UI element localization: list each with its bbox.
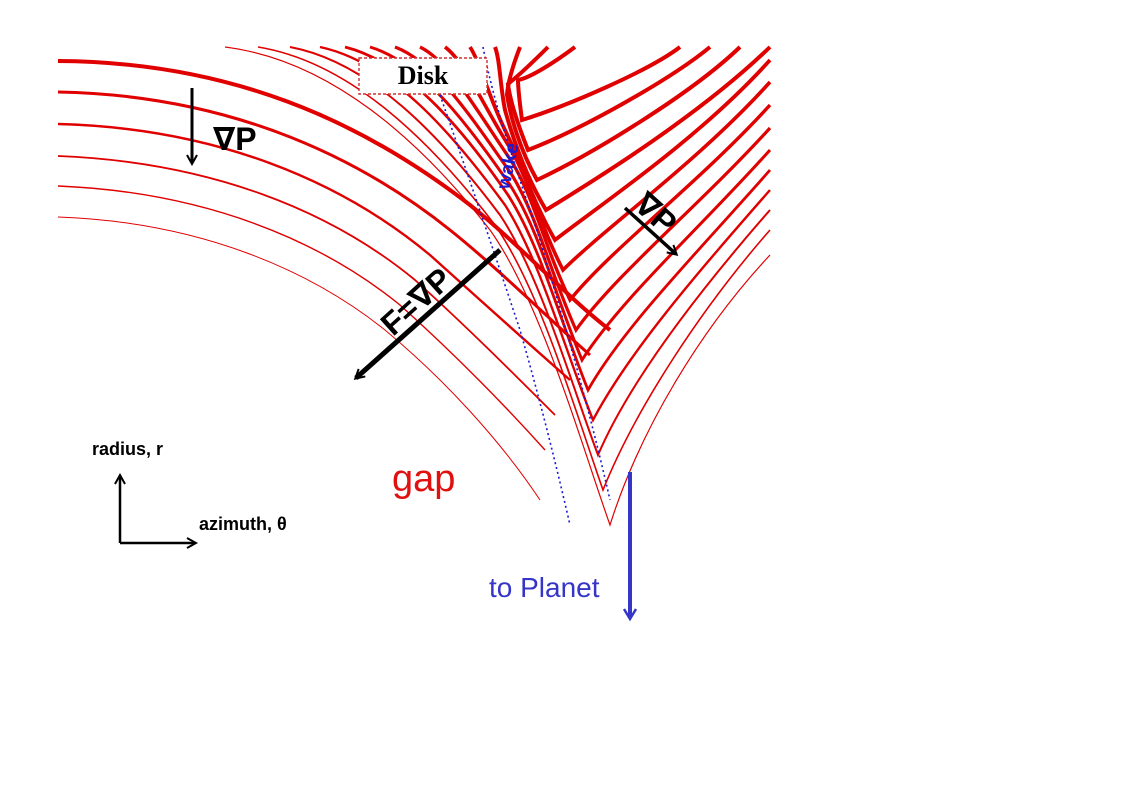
streamline — [224, 46, 771, 527]
wake-line-left — [439, 94, 571, 526]
streamline — [394, 45, 772, 334]
streamline — [57, 155, 556, 416]
radius-axis-label: radius, r — [92, 439, 163, 459]
streamline — [319, 45, 771, 423]
grad-p-top-label: ∇P — [213, 121, 257, 157]
streamline — [515, 45, 682, 123]
streamline — [493, 45, 772, 213]
streamline — [443, 45, 772, 274]
streamline — [57, 185, 546, 451]
streamline — [505, 45, 712, 153]
disk-box — [358, 57, 488, 95]
streamline — [289, 46, 771, 458]
disk-label-box: Disk — [358, 57, 488, 95]
force-arrow: F=∇P — [356, 248, 502, 378]
streamline — [419, 45, 772, 304]
wake-line-right — [482, 46, 611, 501]
streamline — [57, 216, 541, 501]
azimuth-axis-label: azimuth, θ — [199, 514, 287, 534]
to-planet-label: to Planet — [489, 572, 600, 603]
streamline — [344, 45, 772, 394]
wake-streamlines — [224, 45, 772, 527]
streamline — [57, 122, 571, 381]
axes-indicator: radius, r azimuth, θ — [92, 439, 287, 543]
streamline — [257, 46, 771, 493]
wake-lines — [439, 46, 611, 526]
to-planet-arrow: to Planet — [489, 472, 630, 618]
outer-streamlines — [57, 59, 612, 501]
grad-p-top-arrow: ∇P — [192, 88, 257, 163]
streamline — [468, 45, 772, 243]
disk-label: Disk — [398, 61, 449, 90]
gap-label: gap — [392, 458, 455, 500]
